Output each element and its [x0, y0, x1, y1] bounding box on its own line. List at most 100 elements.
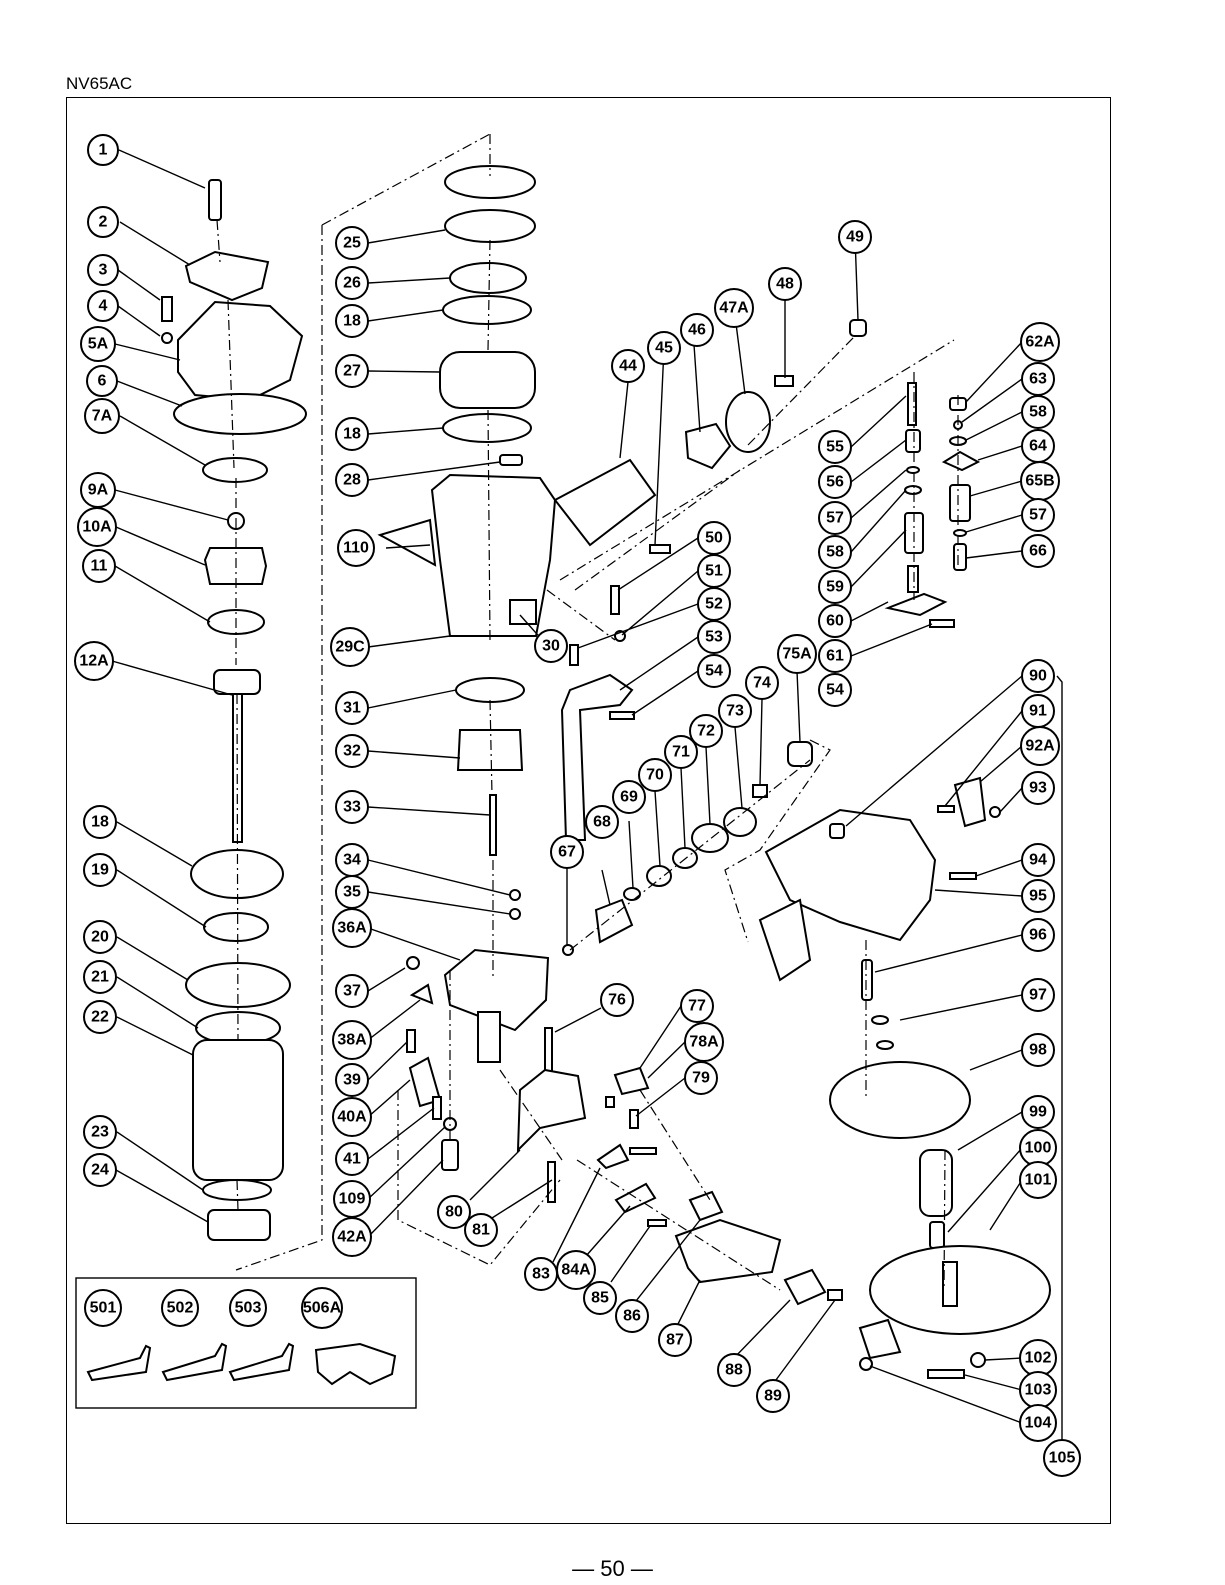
- callout-56: 56: [818, 465, 852, 499]
- svg-text:47A: 47A: [719, 300, 749, 317]
- part-54-pin-2: [929, 619, 955, 628]
- svg-text:55: 55: [826, 439, 844, 456]
- part-25-spring-top: [444, 165, 536, 199]
- part-69-ring: [623, 887, 641, 901]
- part-80-safety: [516, 1068, 587, 1153]
- callout-62a: 62A: [1020, 322, 1060, 362]
- callout-88: 88: [717, 1353, 751, 1387]
- svg-text:58: 58: [1029, 404, 1047, 421]
- callout-1: 1: [87, 134, 119, 166]
- callout-79: 79: [684, 1061, 718, 1095]
- callout-109: 109: [333, 1180, 371, 1218]
- callout-57-right: 57: [1021, 498, 1055, 532]
- part-98-plate: [829, 1061, 971, 1139]
- callout-101: 101: [1019, 1161, 1057, 1199]
- part-30-label: [509, 599, 537, 625]
- callout-12a: 12A: [74, 641, 114, 681]
- callout-63: 63: [1021, 362, 1055, 396]
- svg-text:501: 501: [90, 1300, 117, 1317]
- svg-text:56: 56: [826, 474, 844, 491]
- callout-22: 22: [83, 1000, 117, 1034]
- part-66-plug: [953, 543, 967, 571]
- callout-55: 55: [818, 430, 852, 464]
- svg-text:89: 89: [764, 1388, 782, 1405]
- callout-18-center-a: 18: [335, 304, 369, 338]
- part-503-hex-wrench: [228, 1342, 295, 1382]
- callout-71: 71: [664, 735, 698, 769]
- callout-31: 31: [335, 691, 369, 725]
- svg-text:44: 44: [619, 358, 637, 375]
- part-93-nut: [989, 806, 1001, 818]
- svg-text:9A: 9A: [88, 482, 109, 499]
- svg-text:70: 70: [646, 767, 664, 784]
- svg-text:74: 74: [753, 675, 771, 692]
- svg-text:77: 77: [688, 998, 706, 1015]
- callout-68: 68: [585, 805, 619, 839]
- callout-30: 30: [534, 629, 568, 663]
- callout-26: 26: [335, 266, 369, 300]
- part-68-plunger: [594, 898, 634, 944]
- svg-text:90: 90: [1029, 668, 1047, 685]
- part-33-pin: [489, 794, 497, 856]
- callout-67: 67: [550, 835, 584, 869]
- svg-text:42A: 42A: [337, 1229, 367, 1246]
- part-19-ring: [203, 912, 269, 942]
- callout-97: 97: [1021, 978, 1055, 1012]
- callout-57-left: 57: [818, 501, 852, 535]
- part-56-valve: [905, 429, 921, 453]
- svg-text:81: 81: [472, 1222, 490, 1239]
- part-92a-latch: [953, 776, 987, 828]
- svg-text:88: 88: [725, 1362, 743, 1379]
- svg-text:69: 69: [620, 789, 638, 806]
- callout-41: 41: [335, 1142, 369, 1176]
- callout-3: 3: [87, 254, 119, 286]
- svg-text:59: 59: [826, 579, 844, 596]
- svg-text:23: 23: [91, 1124, 109, 1141]
- svg-text:31: 31: [343, 700, 361, 717]
- svg-text:502: 502: [167, 1300, 194, 1317]
- svg-text:65B: 65B: [1025, 473, 1054, 490]
- callout-501: 501: [84, 1289, 122, 1327]
- svg-text:96: 96: [1029, 927, 1047, 944]
- part-506a-goggles: [314, 1342, 397, 1386]
- svg-text:84A: 84A: [561, 1262, 591, 1279]
- part-38a-spring: [409, 983, 434, 1005]
- svg-text:57: 57: [826, 510, 844, 527]
- svg-text:37: 37: [343, 983, 361, 1000]
- callout-60: 60: [818, 604, 852, 638]
- callout-46: 46: [680, 313, 714, 347]
- svg-text:64: 64: [1029, 438, 1047, 455]
- part-57-o-ring-2: [953, 529, 967, 537]
- svg-text:2: 2: [99, 214, 108, 231]
- part-97-washer-a: [871, 1015, 889, 1025]
- part-26-ring: [449, 262, 527, 294]
- part-64-plate: [941, 450, 981, 472]
- callout-4: 4: [87, 290, 119, 322]
- svg-text:98: 98: [1029, 1042, 1047, 1059]
- part-78a-stopper: [613, 1066, 650, 1096]
- part-53-trigger-arm: [560, 673, 634, 841]
- callout-96: 96: [1021, 918, 1055, 952]
- callout-65b: 65B: [1020, 461, 1060, 501]
- callout-11: 11: [82, 549, 116, 583]
- callout-87: 87: [658, 1323, 692, 1357]
- svg-text:68: 68: [593, 814, 611, 831]
- callout-104: 104: [1019, 1404, 1057, 1442]
- part-100-collar: [929, 1221, 945, 1249]
- callout-20: 20: [83, 920, 117, 954]
- svg-text:78A: 78A: [689, 1034, 719, 1051]
- svg-text:83: 83: [532, 1266, 550, 1283]
- callout-45: 45: [647, 331, 681, 365]
- svg-text:18: 18: [343, 426, 361, 443]
- callout-110: 110: [337, 529, 375, 567]
- svg-text:95: 95: [1029, 888, 1047, 905]
- part-99-spring: [919, 1149, 953, 1217]
- callout-91: 91: [1021, 694, 1055, 728]
- callout-77: 77: [680, 989, 714, 1023]
- part-47a-cap: [725, 391, 771, 453]
- part-44-handle: [553, 458, 657, 547]
- svg-text:80: 80: [445, 1204, 463, 1221]
- callout-95: 95: [1021, 879, 1055, 913]
- leader-lines: [111, 149, 1063, 1440]
- callout-98: 98: [1021, 1033, 1055, 1067]
